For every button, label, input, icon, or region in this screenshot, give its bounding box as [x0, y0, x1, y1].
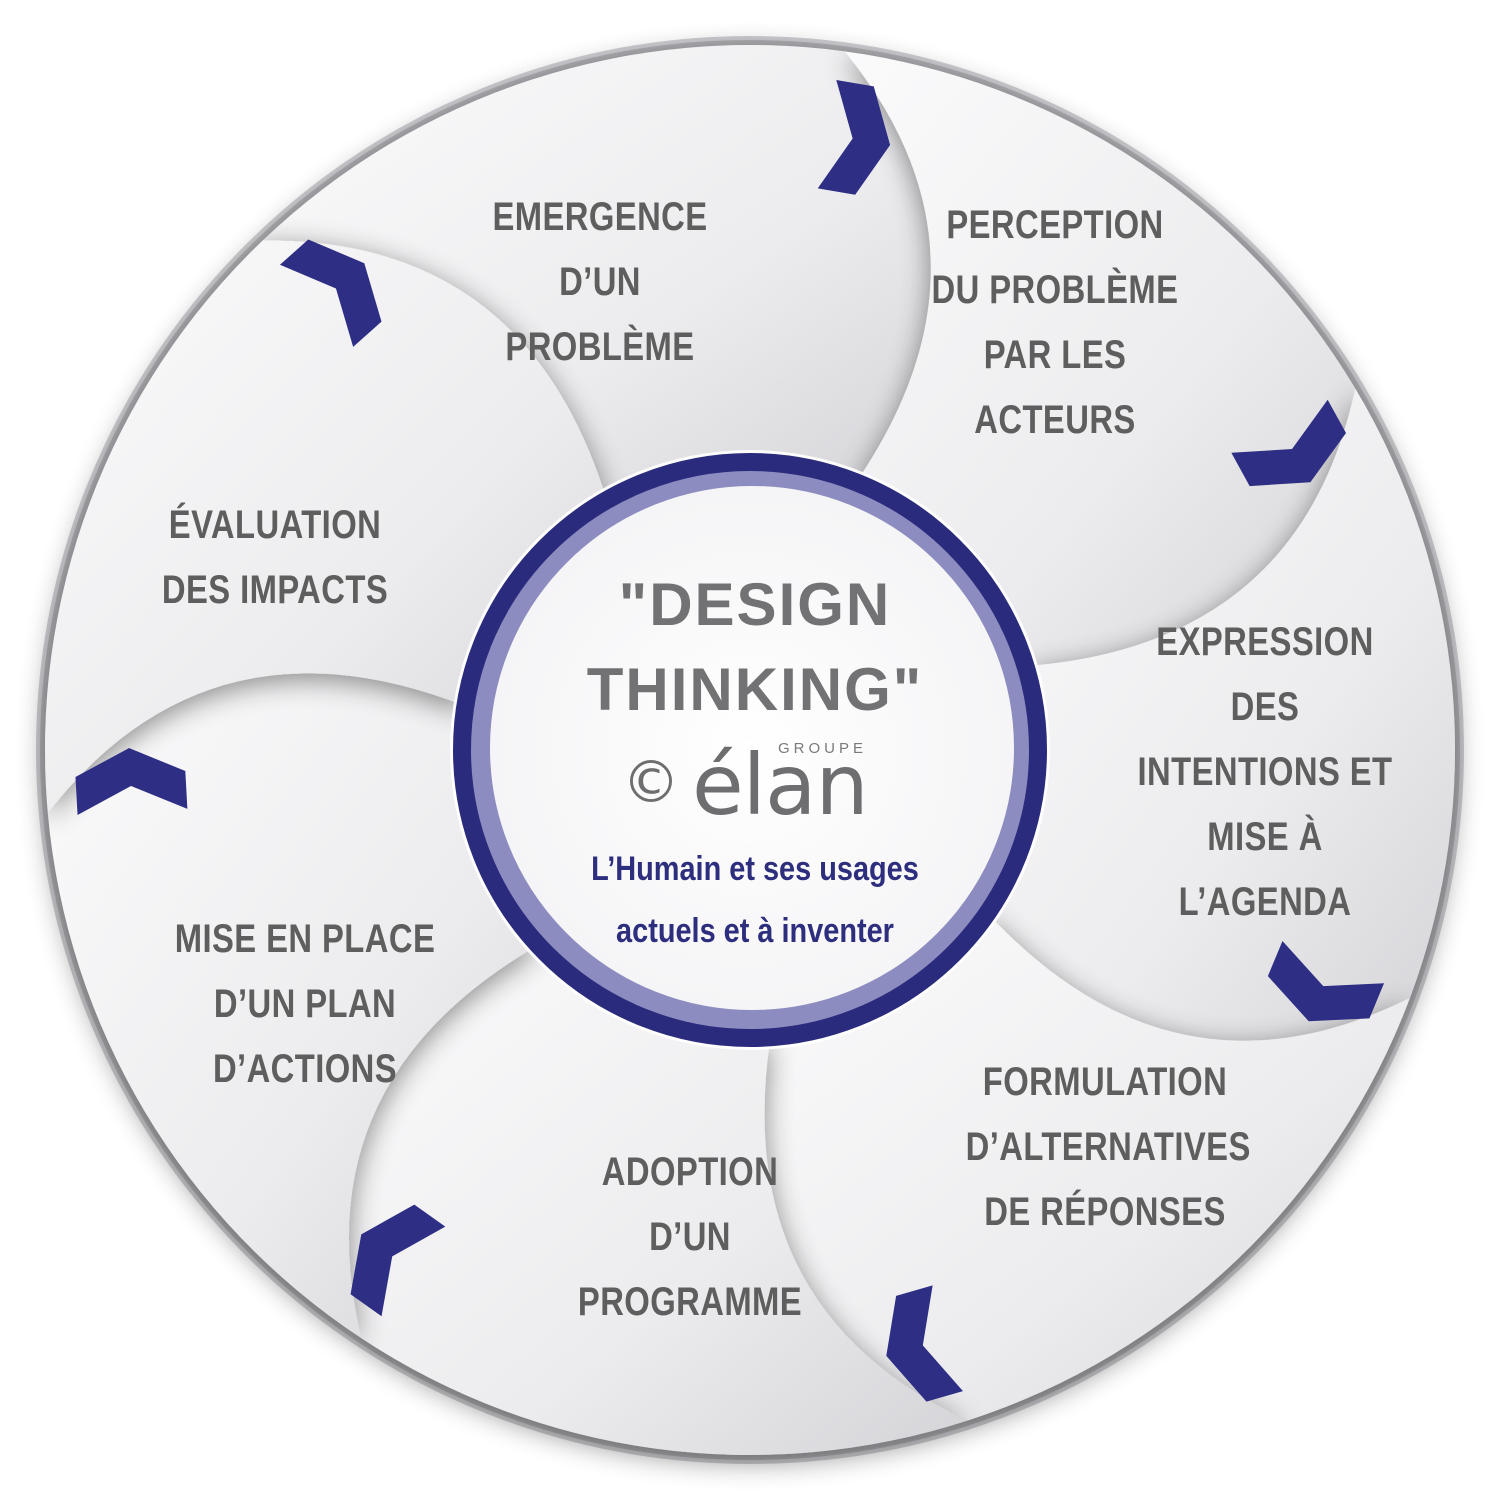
chevron-arrow-icon [817, 79, 891, 195]
chevron-shape [75, 748, 188, 815]
center-ring-inner [470, 466, 1034, 1030]
copyright-icon: © [622, 748, 680, 816]
petal-segment [262, 45, 931, 499]
chevron-arrow-icon [350, 1204, 446, 1317]
center-circle [466, 466, 1034, 1034]
step-label-perception: PERCEPTION DU PROBLÈME PAR LES ACTEURS [931, 203, 1179, 442]
arrow-group [75, 79, 1385, 1402]
petal-segment [348, 946, 968, 1455]
chevron-arrow-icon [1231, 399, 1347, 487]
chevron-arrow-icon [279, 239, 382, 347]
petal-segment [47, 673, 537, 1339]
brand-logo: élan [692, 736, 869, 834]
step-label-expression: EXPRESSION DES INTENTIONS ET MISE À L’AG… [1137, 620, 1393, 924]
step-label-adoption: ADOPTION D’UN PROGRAMME [577, 1150, 803, 1324]
chevron-arrow-icon [886, 1285, 963, 1402]
step-label-evaluation: ÉVALUATION DES IMPACTS [161, 503, 389, 612]
step-label-formulation: FORMULATION D’ALTERNATIVES DE RÉPONSES [965, 1060, 1251, 1234]
petal-segment [844, 51, 1356, 666]
chevron-arrow-icon [1267, 941, 1385, 1022]
center-ring-outer [453, 453, 1047, 1047]
title-line-2: THINKING" [586, 656, 924, 723]
step-label-emergence: EMERGENCE D’UN PROBLÈME [492, 195, 708, 369]
tagline-line-1: L’Humain et ses usages [591, 850, 919, 888]
title-line-1: "DESIGN [618, 571, 892, 638]
chevron-shape [886, 1285, 963, 1402]
chevron-shape [350, 1204, 446, 1317]
chevron-shape [279, 239, 382, 347]
petal-segment [988, 388, 1455, 1041]
tagline-line-2: actuels et à inventer [616, 912, 894, 950]
chevron-shape [1267, 941, 1385, 1022]
chevron-arrow-icon [75, 748, 188, 815]
brand-group-label: GROUPE [778, 740, 868, 757]
chevron-shape [817, 79, 891, 195]
chevron-shape [1231, 399, 1347, 487]
step-label-mise-en-place: MISE EN PLACE D’UN PLAN D’ACTIONS [174, 917, 436, 1091]
petal-group [45, 45, 1455, 1455]
